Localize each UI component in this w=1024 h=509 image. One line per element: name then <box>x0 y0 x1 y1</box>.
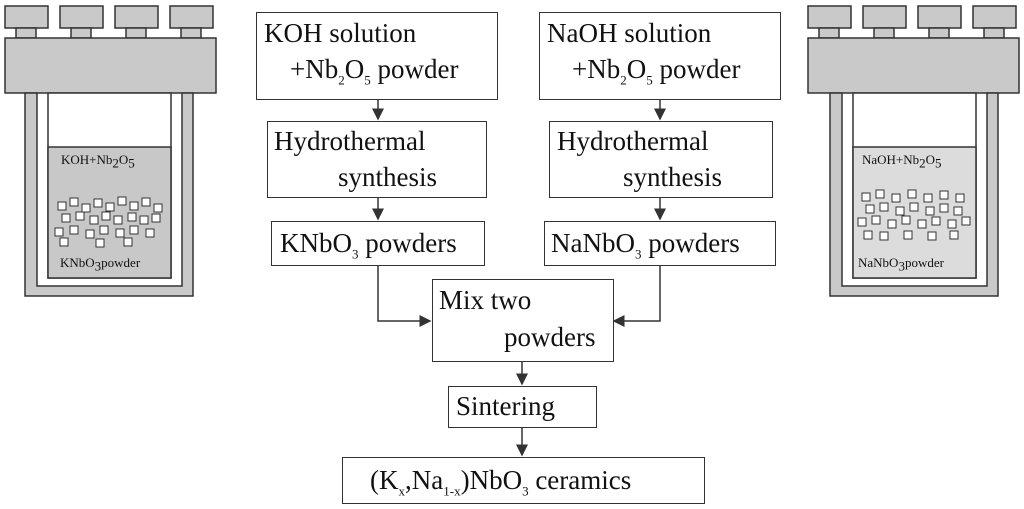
ceramics-label: (Kx,Na1-x)NbO3 ceramics <box>370 465 632 499</box>
ceramics-box <box>342 457 705 504</box>
koh-start-line1: KOH solution <box>264 18 417 48</box>
right-vessel-powder-label: NaNbO3powder <box>858 255 944 274</box>
mix-powders-line2: powders <box>504 322 596 352</box>
koh-start-box <box>256 12 498 100</box>
koh-hydrothermal-line1: Hydrothermal <box>274 126 426 156</box>
nanbo3-powders-box <box>544 221 776 266</box>
naoh-start-box <box>539 12 781 100</box>
right-vessel-solution-label: NaOH+Nb2O5 <box>862 152 942 171</box>
koh-start-line2: +Nb2O5 powder <box>290 54 459 88</box>
koh-hydrothermal-line2: synthesis <box>338 162 438 192</box>
naoh-hydrothermal-line2: synthesis <box>623 162 723 192</box>
naoh-start-line1: NaOH solution <box>547 18 712 48</box>
mix-powders-box <box>432 279 614 362</box>
nanbo3-powders-label: NaNbO3 powders <box>551 228 740 262</box>
naoh-start-line2: +Nb2O5 powder <box>572 54 741 88</box>
koh-hydrothermal-box <box>267 121 487 198</box>
left-vessel-solution-label: KOH+Nb2O5 <box>61 152 135 171</box>
mix-powders-line1: Mix two <box>439 285 532 315</box>
left-vessel-powder-label: KNbO3powder <box>60 255 141 274</box>
sintering-box <box>448 386 597 428</box>
sintering-label: Sintering <box>456 391 555 421</box>
knbo3-powders-label: KNbO3 powders <box>280 228 457 262</box>
naoh-hydrothermal-line1: Hydrothermal <box>557 126 709 156</box>
naoh-hydrothermal-box <box>549 121 773 198</box>
knbo3-powders-box <box>271 221 485 266</box>
